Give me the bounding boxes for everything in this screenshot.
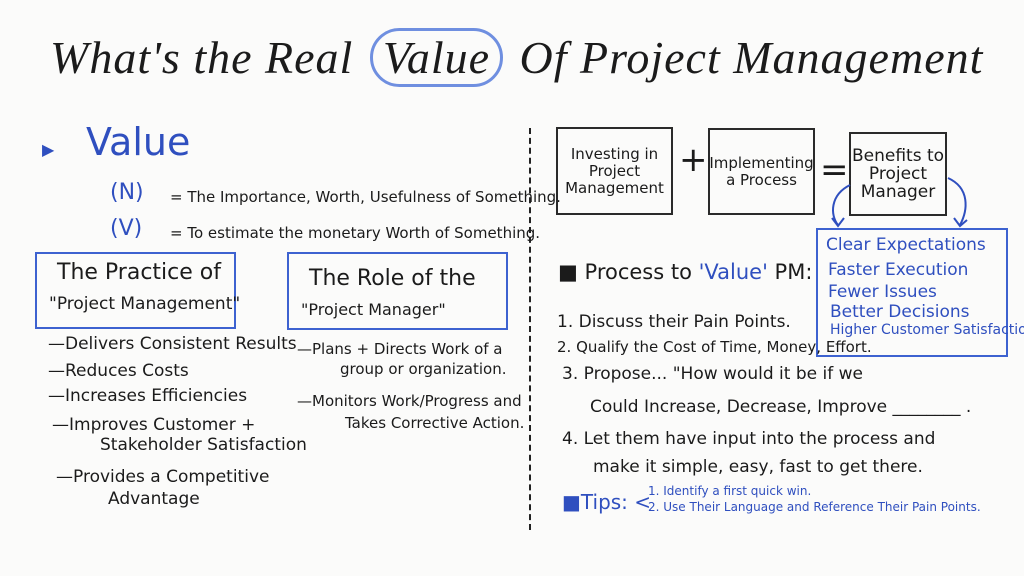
- step: 1. Discuss their Pain Points.: [557, 312, 791, 332]
- list-item: —Monitors Work/Progress and: [297, 392, 522, 410]
- tip-item: 2. Use Their Language and Reference Thei…: [648, 500, 981, 514]
- tips-label: ■Tips: <: [562, 490, 652, 514]
- def-tag: (N): [110, 180, 144, 205]
- step: 3. Propose... "How would it be if we: [562, 364, 863, 384]
- process-heading: ■ Process to 'Value' PM:: [558, 260, 813, 284]
- benefit-item: Better Decisions: [830, 302, 970, 322]
- def-text: = The Importance, Worth, Usefulness of S…: [170, 188, 561, 206]
- list-item: —Improves Customer +: [52, 415, 256, 435]
- role-subtitle: "Project Manager": [301, 300, 446, 319]
- practice-title: The Practice of: [57, 260, 221, 285]
- list-item: Takes Corrective Action.: [345, 414, 525, 432]
- step: 2. Qualify the Cost of Time, Money, Effo…: [557, 338, 872, 356]
- plus-sign: +: [679, 140, 708, 180]
- process-heading-text: Process to: [584, 260, 692, 284]
- value-heading: Value: [86, 120, 191, 164]
- investing-box: Investing in Project Management: [556, 127, 673, 215]
- practice-subtitle: "Project Management": [49, 294, 241, 314]
- process-heading-value: 'Value': [698, 260, 768, 284]
- process-heading-text: PM:: [774, 260, 813, 284]
- list-item: —Increases Efficiencies: [48, 386, 248, 406]
- benefits-list-box: [816, 228, 1008, 357]
- benefit-item: Clear Expectations: [826, 235, 986, 255]
- def-text: = To estimate the monetary Worth of Some…: [170, 224, 541, 242]
- divider: [529, 128, 531, 530]
- benefit-item: Higher Customer Satisfaction: [830, 322, 1024, 338]
- process-box: Implementing a Process: [708, 128, 815, 215]
- tip-item: 1. Identify a first quick win.: [648, 484, 812, 498]
- list-item: group or organization.: [340, 360, 507, 378]
- title-text: What's the Real: [50, 32, 354, 83]
- practice-box: The Practice of "Project Management": [35, 252, 240, 329]
- step: make it simple, easy, fast to get there.: [593, 457, 923, 477]
- role-box: The Role of the "Project Manager": [287, 252, 508, 330]
- title-text: Of Project Management: [519, 32, 984, 83]
- benefits-box: Benefits to Project Manager: [849, 132, 947, 216]
- step: Could Increase, Decrease, Improve ______…: [590, 397, 972, 417]
- list-item: Advantage: [108, 489, 200, 509]
- list-item: —Delivers Consistent Results: [48, 334, 297, 354]
- tips-text: Tips:: [580, 490, 628, 514]
- list-item: Stakeholder Satisfaction: [100, 435, 307, 455]
- list-item: —Plans + Directs Work of a: [297, 340, 503, 358]
- benefit-item: Faster Execution: [828, 260, 969, 280]
- equals-sign: =: [820, 150, 849, 190]
- benefit-item: Fewer Issues: [828, 282, 937, 302]
- list-item: —Provides a Competitive: [56, 467, 270, 487]
- role-title: The Role of the: [309, 266, 476, 291]
- bullet-icon: ▶: [42, 140, 55, 159]
- board-title: What's the Real Value Of Project Managem…: [50, 28, 983, 87]
- list-item: —Reduces Costs: [48, 361, 189, 381]
- step: 4. Let them have input into the process …: [562, 429, 936, 449]
- def-tag: (V): [110, 216, 143, 241]
- value-cloud: Value: [369, 28, 504, 87]
- arrows-icon: [831, 177, 968, 228]
